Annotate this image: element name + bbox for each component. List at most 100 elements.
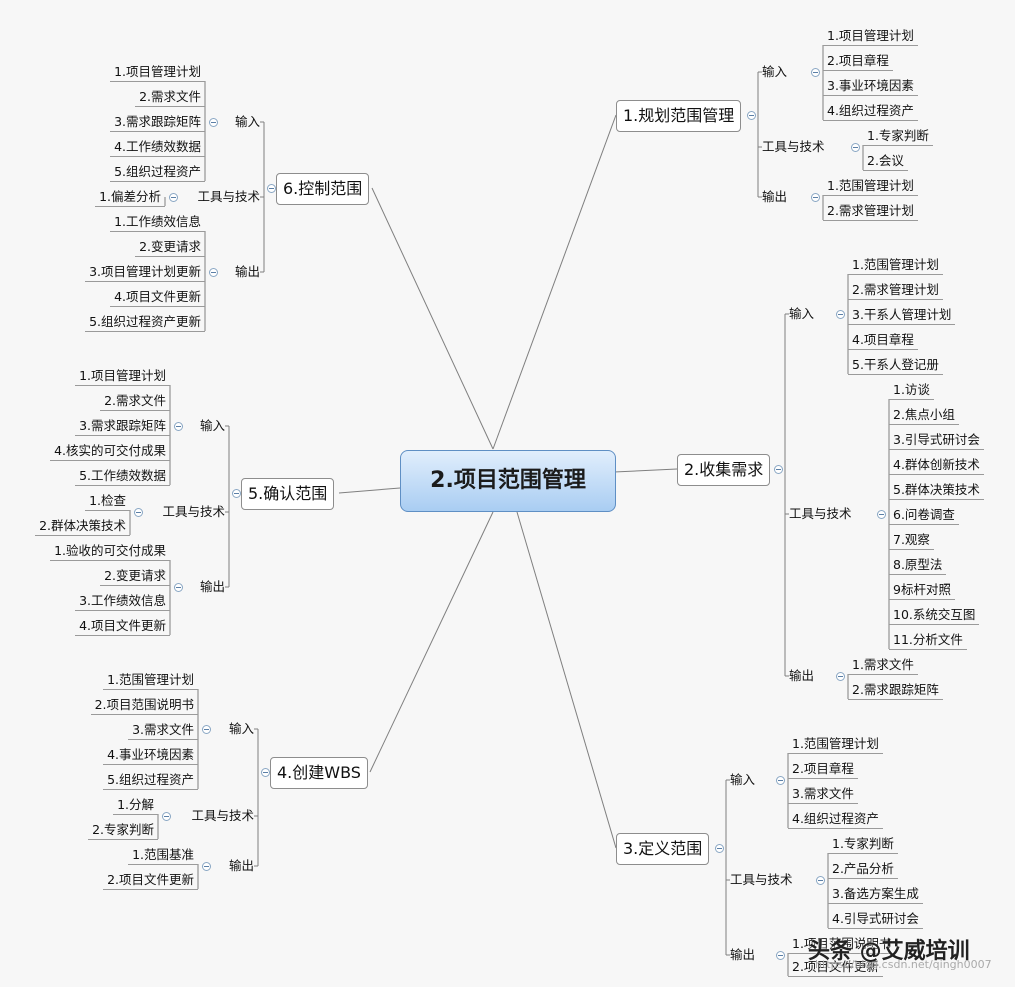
collapse-toggle-icon[interactable] bbox=[811, 68, 820, 77]
group-label-b2-0[interactable]: 输入 bbox=[789, 306, 815, 321]
collapse-toggle-icon[interactable] bbox=[811, 193, 820, 202]
item-b5-2-2[interactable]: 3.工作绩效信息 bbox=[75, 592, 170, 611]
collapse-toggle-icon[interactable] bbox=[261, 768, 270, 777]
item-b4-1-0[interactable]: 1.分解 bbox=[113, 796, 158, 815]
item-b2-2-0[interactable]: 1.需求文件 bbox=[848, 656, 918, 675]
item-b1-2-1[interactable]: 2.需求管理计划 bbox=[823, 202, 918, 221]
item-b6-0-0[interactable]: 1.项目管理计划 bbox=[110, 63, 205, 82]
item-b4-2-1[interactable]: 2.项目文件更新 bbox=[103, 871, 198, 890]
item-b6-2-1[interactable]: 2.变更请求 bbox=[135, 238, 205, 257]
collapse-toggle-icon[interactable] bbox=[209, 268, 218, 277]
root-node[interactable]: 2.项目范围管理 bbox=[400, 450, 616, 512]
item-b2-0-0[interactable]: 1.范围管理计划 bbox=[848, 256, 943, 275]
item-b2-1-2[interactable]: 3.引导式研讨会 bbox=[889, 431, 984, 450]
item-b4-0-2[interactable]: 3.需求文件 bbox=[128, 721, 198, 740]
collapse-toggle-icon[interactable] bbox=[851, 143, 860, 152]
item-b2-0-2[interactable]: 3.干系人管理计划 bbox=[848, 306, 956, 325]
item-b1-1-0[interactable]: 1.专家判断 bbox=[863, 127, 933, 146]
item-b2-0-3[interactable]: 4.项目章程 bbox=[848, 331, 918, 350]
collapse-toggle-icon[interactable] bbox=[162, 812, 171, 821]
item-b2-1-3[interactable]: 4.群体创新技术 bbox=[889, 456, 984, 475]
group-label-b1-0[interactable]: 输入 bbox=[762, 64, 788, 79]
branch-node-b3[interactable]: 3.定义范围 bbox=[616, 833, 710, 865]
item-b6-2-0[interactable]: 1.工作绩效信息 bbox=[110, 213, 205, 232]
item-b4-0-4[interactable]: 5.组织过程资产 bbox=[103, 771, 198, 790]
item-b5-0-1[interactable]: 2.需求文件 bbox=[100, 392, 170, 411]
collapse-toggle-icon[interactable] bbox=[836, 310, 845, 319]
item-b6-0-1[interactable]: 2.需求文件 bbox=[135, 88, 205, 107]
group-label-b2-2[interactable]: 输出 bbox=[789, 668, 815, 683]
group-label-b6-1[interactable]: 工具与技术 bbox=[197, 189, 260, 204]
collapse-toggle-icon[interactable] bbox=[877, 510, 886, 519]
item-b4-0-3[interactable]: 4.事业环境因素 bbox=[103, 746, 198, 765]
item-b5-0-4[interactable]: 5.工作绩效数据 bbox=[75, 467, 170, 486]
collapse-toggle-icon[interactable] bbox=[715, 844, 724, 853]
item-b2-2-1[interactable]: 2.需求跟踪矩阵 bbox=[848, 681, 943, 700]
item-b3-0-2[interactable]: 3.需求文件 bbox=[788, 785, 858, 804]
group-label-b1-2[interactable]: 输出 bbox=[762, 189, 788, 204]
item-b2-1-7[interactable]: 8.原型法 bbox=[889, 556, 947, 575]
branch-node-b5[interactable]: 5.确认范围 bbox=[241, 478, 335, 510]
collapse-toggle-icon[interactable] bbox=[202, 862, 211, 871]
item-b6-2-4[interactable]: 5.组织过程资产更新 bbox=[85, 313, 205, 332]
item-b5-0-2[interactable]: 3.需求跟踪矩阵 bbox=[75, 417, 170, 436]
item-b3-1-0[interactable]: 1.专家判断 bbox=[828, 835, 898, 854]
group-label-b3-1[interactable]: 工具与技术 bbox=[730, 872, 793, 887]
branch-node-b2[interactable]: 2.收集需求 bbox=[677, 454, 771, 486]
collapse-toggle-icon[interactable] bbox=[232, 489, 241, 498]
item-b1-2-0[interactable]: 1.范围管理计划 bbox=[823, 177, 918, 196]
item-b6-0-4[interactable]: 5.组织过程资产 bbox=[110, 163, 205, 182]
branch-node-b1[interactable]: 1.规划范围管理 bbox=[616, 100, 742, 132]
item-b3-0-3[interactable]: 4.组织过程资产 bbox=[788, 810, 883, 829]
item-b3-1-2[interactable]: 3.备选方案生成 bbox=[828, 885, 923, 904]
item-b5-0-3[interactable]: 4.核实的可交付成果 bbox=[50, 442, 170, 461]
group-label-b3-0[interactable]: 输入 bbox=[730, 772, 756, 787]
item-b1-1-1[interactable]: 2.会议 bbox=[863, 152, 908, 171]
item-b5-1-0[interactable]: 1.检查 bbox=[85, 492, 130, 511]
item-b3-1-3[interactable]: 4.引导式研讨会 bbox=[828, 910, 923, 929]
group-label-b3-2[interactable]: 输出 bbox=[730, 947, 756, 962]
item-b5-1-1[interactable]: 2.群体决策技术 bbox=[35, 517, 130, 536]
item-b3-1-1[interactable]: 2.产品分析 bbox=[828, 860, 898, 879]
collapse-toggle-icon[interactable] bbox=[134, 508, 143, 517]
item-b2-1-6[interactable]: 7.观察 bbox=[889, 531, 934, 550]
branch-node-b4[interactable]: 4.创建WBS bbox=[270, 757, 368, 789]
collapse-toggle-icon[interactable] bbox=[776, 951, 785, 960]
item-b6-2-3[interactable]: 4.项目文件更新 bbox=[110, 288, 205, 307]
item-b3-0-0[interactable]: 1.范围管理计划 bbox=[788, 735, 883, 754]
collapse-toggle-icon[interactable] bbox=[747, 111, 756, 120]
item-b4-0-0[interactable]: 1.范围管理计划 bbox=[103, 671, 198, 690]
item-b1-0-3[interactable]: 4.组织过程资产 bbox=[823, 102, 918, 121]
item-b4-0-1[interactable]: 2.项目范围说明书 bbox=[90, 696, 198, 715]
item-b5-2-1[interactable]: 2.变更请求 bbox=[100, 567, 170, 586]
item-b4-1-1[interactable]: 2.专家判断 bbox=[88, 821, 158, 840]
item-b2-1-10[interactable]: 11.分析文件 bbox=[889, 631, 967, 650]
item-b3-2-1[interactable]: 2.项目文件更新 bbox=[788, 958, 883, 977]
group-label-b4-2[interactable]: 输出 bbox=[228, 858, 254, 873]
item-b2-1-5[interactable]: 6.问卷调查 bbox=[889, 506, 959, 525]
collapse-toggle-icon[interactable] bbox=[816, 876, 825, 885]
item-b2-0-4[interactable]: 5.干系人登记册 bbox=[848, 356, 943, 375]
group-label-b4-1[interactable]: 工具与技术 bbox=[191, 808, 254, 823]
group-label-b6-0[interactable]: 输入 bbox=[234, 114, 260, 129]
item-b6-2-2[interactable]: 3.项目管理计划更新 bbox=[85, 263, 205, 282]
group-label-b2-1[interactable]: 工具与技术 bbox=[789, 506, 852, 521]
collapse-toggle-icon[interactable] bbox=[776, 776, 785, 785]
item-b4-2-0[interactable]: 1.范围基准 bbox=[128, 846, 198, 865]
collapse-toggle-icon[interactable] bbox=[774, 465, 783, 474]
item-b2-1-8[interactable]: 9标杆对照 bbox=[889, 581, 955, 600]
collapse-toggle-icon[interactable] bbox=[209, 118, 218, 127]
item-b5-2-0[interactable]: 1.验收的可交付成果 bbox=[50, 542, 170, 561]
collapse-toggle-icon[interactable] bbox=[836, 672, 845, 681]
branch-node-b6[interactable]: 6.控制范围 bbox=[276, 173, 370, 205]
collapse-toggle-icon[interactable] bbox=[169, 193, 178, 202]
item-b2-1-4[interactable]: 5.群体决策技术 bbox=[889, 481, 984, 500]
item-b1-0-0[interactable]: 1.项目管理计划 bbox=[823, 27, 918, 46]
item-b1-0-1[interactable]: 2.项目章程 bbox=[823, 52, 893, 71]
item-b6-0-3[interactable]: 4.工作绩效数据 bbox=[110, 138, 205, 157]
group-label-b5-1[interactable]: 工具与技术 bbox=[162, 504, 225, 519]
group-label-b5-2[interactable]: 输出 bbox=[199, 579, 225, 594]
item-b2-1-1[interactable]: 2.焦点小组 bbox=[889, 406, 959, 425]
item-b6-0-2[interactable]: 3.需求跟踪矩阵 bbox=[110, 113, 205, 132]
group-label-b5-0[interactable]: 输入 bbox=[199, 418, 225, 433]
